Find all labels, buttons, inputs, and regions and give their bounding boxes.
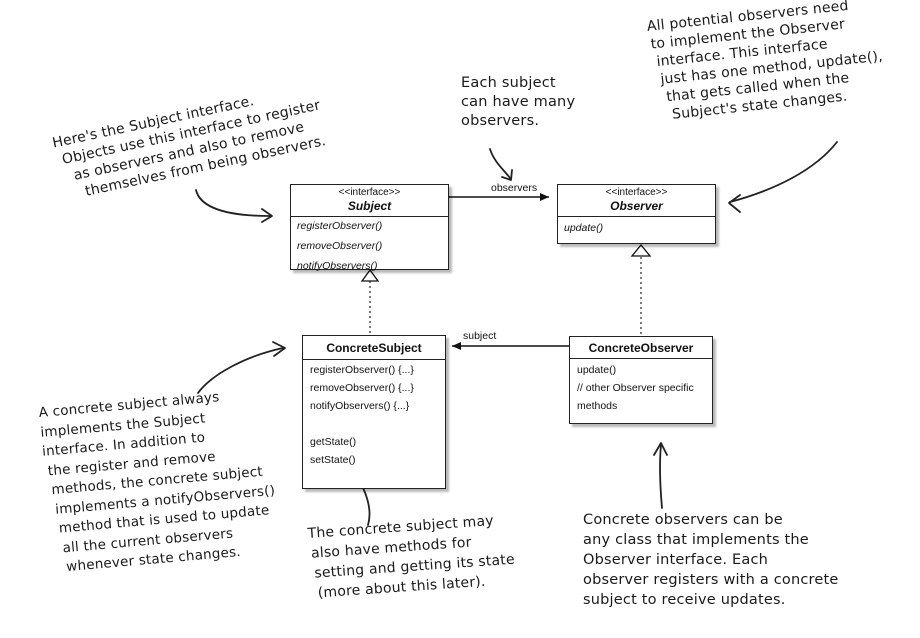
annotation-line: Each subject [461,75,556,91]
concrete-subject-class-name: ConcreteSubject [326,341,422,355]
annotation-arrowhead [728,194,741,213]
annotation-many-observers: Each subject can have many observers. [461,74,575,131]
concrete-subject-methods: registerObserver() {...} removeObserver(… [303,360,445,470]
observers-association-label: observers [491,182,538,194]
annotation-arrowhead [272,341,286,357]
concrete-subject-method-get-state: getState() [310,436,357,448]
observer-method-update: update() [564,222,604,234]
observer-interface-class: <<interface>> Observer update() [557,184,716,244]
concrete-observer-class-name: ConcreteObserver [588,341,694,355]
concrete-observer-header: ConcreteObserver [570,337,712,359]
subject-methods: registerObserver() removeObserver() noti… [291,217,448,274]
concrete-observer-method-other: // other Observer specific [577,382,694,394]
annotation-arrow-concrete-observers [659,444,663,509]
annotation-line: observer registers with a concrete [583,572,839,588]
annotation-arrow-subject-interface [195,189,271,217]
concrete-subject-header: ConcreteSubject [303,336,445,360]
concrete-subject-method-notify-observers: notifyObservers() {...} [310,400,410,412]
annotation-arrow-concrete-subject [197,347,284,394]
annotation-arrow-many-observers [489,148,511,179]
concrete-observer-method-other-cont: methods [577,400,618,412]
subject-method-notify-observers: notifyObservers() [297,260,378,272]
annotation-concrete-subject-state: The concrete subject may also have metho… [307,510,517,604]
annotation-line: Concrete observers can be [583,512,783,528]
concrete-subject-method-set-state: setState() [310,454,356,466]
observer-realization-triangle [630,243,652,257]
concrete-subject-method-remove-observer: removeObserver() {...} [310,382,414,394]
subject-method-register-observer: registerObserver() [297,220,383,232]
observer-class-name: Observer [610,199,663,213]
concrete-subject-class: ConcreteSubject registerObserver() {...}… [302,335,446,489]
subject-method-remove-observer: removeObserver() [297,240,383,252]
annotation-arrowhead [653,442,668,456]
annotation-line: any class that implements the [583,532,809,548]
concrete-observer-methods: update() // other Observer specific meth… [570,359,712,417]
annotation-line: observers. [461,113,540,129]
annotation-concrete-subject: A concrete subject always implements the… [38,384,281,579]
annotation-arrowhead [261,208,273,223]
subject-interface-class: <<interface>> Subject registerObserver()… [290,184,449,272]
annotation-concrete-observers: Concrete observers can be any class that… [583,510,839,610]
annotation-line: subject to receive updates. [583,592,786,608]
annotation-line: Observer interface. Each [583,552,769,568]
annotation-arrow-observer-interface [729,141,838,203]
concrete-subject-method-register-observer: registerObserver() {...} [310,364,414,376]
observer-class-header: <<interface>> Observer [558,185,715,217]
concrete-observer-method-update: update() [577,364,617,376]
observer-methods: update() [558,217,715,239]
observer-stereotype: <<interface>> [605,187,668,198]
annotation-line: can have many [461,94,576,110]
annotation-arrowhead [501,169,513,181]
subject-class-header: <<interface>> Subject [291,185,448,217]
subject-stereotype: <<interface>> [338,187,401,198]
subject-class-name: Subject [347,199,392,213]
concrete-observer-class: ConcreteObserver update() // other Obser… [569,336,713,424]
subject-association-label: subject [463,330,497,342]
subject-realization-triangle [360,268,380,282]
